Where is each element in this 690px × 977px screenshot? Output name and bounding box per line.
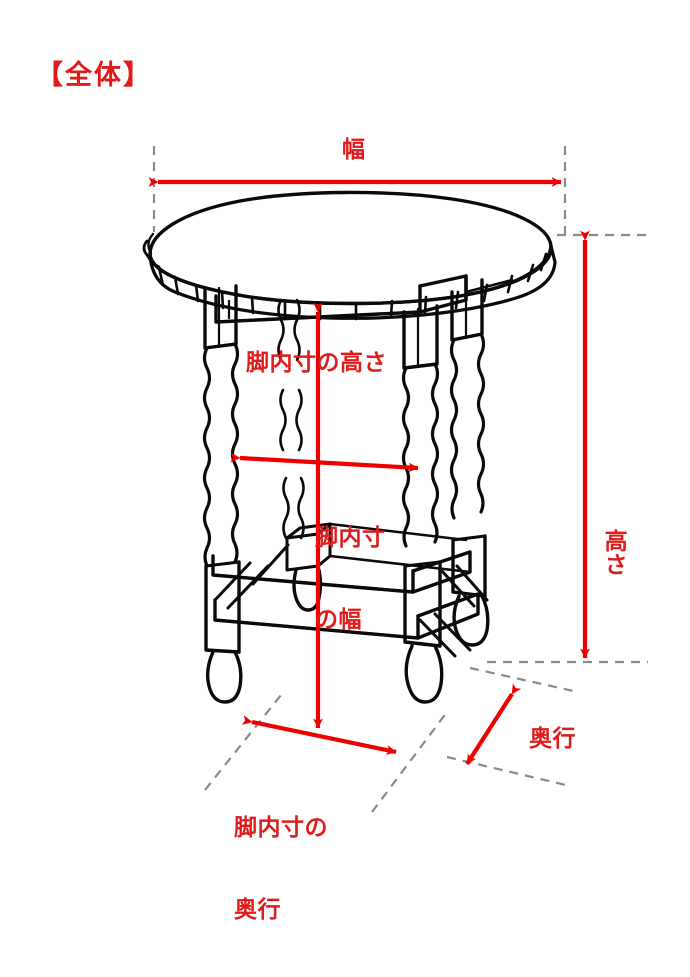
leg-inner-depth-label-line1: 脚内寸の xyxy=(234,814,328,841)
guide-lines xyxy=(152,146,648,813)
depth-label: 奥行 xyxy=(529,725,576,751)
leg-inner-depth-arrow xyxy=(241,715,397,755)
height-label-char-1: 高さ xyxy=(601,529,628,577)
leg-inner-width-label-line1: 脚内寸 xyxy=(315,524,386,551)
leg-inner-width-arrow xyxy=(230,452,419,473)
measurement-arrows xyxy=(148,177,590,766)
leg-inner-depth-label-line2: 奥行 xyxy=(234,895,281,922)
leg-inner-width-label-line2: の幅 xyxy=(315,605,362,632)
leg-inner-height-label: 脚内寸の高さ xyxy=(246,349,387,375)
diagram-canvas: 【全体】 幅 高さ 脚内寸の高さ 脚内寸 の幅 脚内寸の 奥行 奥行 xyxy=(36,60,648,922)
height-label: 高さ xyxy=(600,475,628,631)
width-label: 幅 xyxy=(342,136,366,162)
leg-inner-depth-label: 脚内寸の 奥行 xyxy=(234,760,328,977)
page-title: 【全体】 xyxy=(36,60,152,90)
table-dimension-illustration xyxy=(142,146,648,813)
leg-inner-width-label: 脚内寸 の幅 xyxy=(315,470,386,687)
depth-arrow xyxy=(465,683,522,766)
